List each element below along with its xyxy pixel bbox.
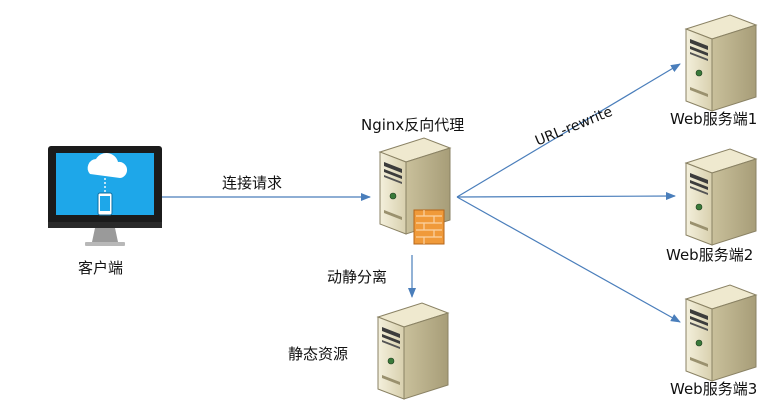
server-icon — [685, 14, 757, 112]
server-firewall-icon — [379, 137, 451, 245]
static-split-label: 动静分离 — [327, 268, 388, 286]
edge-nginx-web1 — [456, 63, 681, 198]
static-resources-label: 静态资源 — [288, 345, 349, 363]
web-server-2-label: Web服务端2 — [666, 246, 754, 264]
web-server-3-label: Web服务端3 — [670, 380, 758, 398]
monitor-cloud-phone-icon — [48, 146, 162, 246]
server-icon — [685, 284, 757, 382]
edge-nginx-web2 — [456, 192, 676, 201]
web-server-1-label: Web服务端1 — [670, 110, 758, 128]
client-label: 客户端 — [78, 259, 124, 277]
server-icon — [377, 302, 449, 400]
server-icon — [685, 148, 757, 246]
nginx-label: Nginx反向代理 — [361, 116, 465, 134]
edge-nginx-web3 — [456, 196, 681, 323]
connect-request-label: 连接请求 — [222, 174, 283, 192]
